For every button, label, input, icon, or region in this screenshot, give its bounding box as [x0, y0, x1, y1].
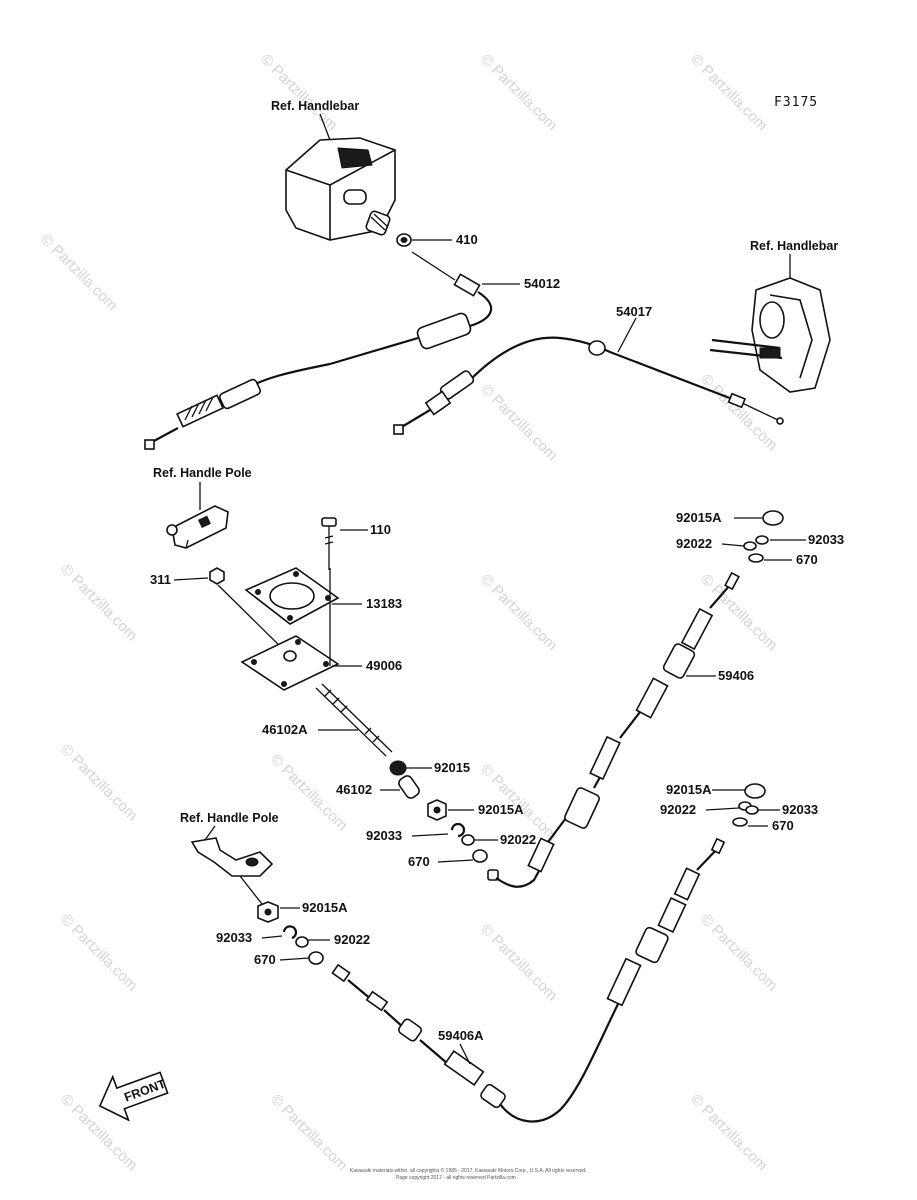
clip-92033-bl [282, 925, 298, 940]
label-670-r2: 670 [772, 818, 794, 833]
clip-92033-r2 [745, 805, 759, 815]
throttle-cable-left [144, 251, 492, 450]
leader-line [437, 859, 474, 863]
ring-670-r2 [732, 817, 748, 827]
watermark-layer: © Partzilla.com © Partzilla.com © Partzi… [37, 51, 780, 1174]
label-92015A-r2: 92015A [666, 782, 712, 797]
label-670-tr: 670 [796, 552, 818, 567]
label-92015A-bl: 92015A [302, 900, 348, 915]
watermark: © Partzilla.com [687, 51, 770, 134]
label-92015A-tr: 92015A [676, 510, 722, 525]
leader-line [217, 584, 289, 655]
label-49006: 49006 [366, 658, 402, 673]
watermark: © Partzilla.com [257, 51, 340, 134]
cable-59406A [331, 837, 726, 1123]
label-46102A: 46102A [262, 722, 308, 737]
nut-311 [209, 567, 225, 585]
nut-92015A-tr [762, 510, 784, 526]
label-92022-r2: 92022 [660, 802, 696, 817]
watermark: © Partzilla.com [57, 911, 140, 994]
label-410: 410 [456, 232, 478, 247]
nut-92015 [389, 760, 407, 776]
handlebar-housing-left [285, 137, 396, 241]
watermark: © Partzilla.com [37, 231, 120, 314]
leader-line [721, 543, 745, 547]
joint-46102 [398, 775, 420, 799]
label-13183: 13183 [366, 596, 402, 611]
watermark: © Partzilla.com [57, 561, 140, 644]
leader-line [319, 113, 331, 141]
watermark: © Partzilla.com [697, 911, 780, 994]
ref-handle-pole-bottom: Ref. Handle Pole [180, 811, 279, 825]
watermark: © Partzilla.com [477, 571, 560, 654]
watermark: © Partzilla.com [697, 571, 780, 654]
ref-handle-pole-top: Ref. Handle Pole [153, 466, 252, 480]
label-59406A: 59406A [438, 1028, 484, 1043]
plate-49006 [240, 635, 340, 691]
label-59406: 59406 [718, 668, 754, 683]
clip-92033-mid [450, 822, 466, 838]
front-arrow: FRONT [98, 1071, 169, 1122]
leader-line [459, 1043, 471, 1065]
label-92022-bl: 92022 [334, 932, 370, 947]
watermark: © Partzilla.com [687, 1091, 770, 1174]
label-92033-r2: 92033 [782, 802, 818, 817]
handlebar-housing-right [709, 277, 831, 393]
rod-46102A [315, 683, 393, 757]
footer-page-copyright: Page copyright 2017 - all rights reserve… [396, 1175, 516, 1181]
ref-handlebar-left: Ref. Handlebar [271, 99, 359, 113]
figure-code: F3175 [774, 95, 818, 110]
leader-line [239, 875, 263, 905]
ring-670-tr [748, 553, 764, 563]
washer-92022-tr [743, 541, 757, 551]
label-46102: 46102 [336, 782, 372, 797]
leader-line [617, 317, 637, 353]
ring-670-mid [472, 849, 488, 863]
washer-92022-mid [461, 834, 475, 846]
clip-92033-tr [755, 535, 769, 545]
label-54017: 54017 [616, 304, 652, 319]
bolt-110 [321, 517, 337, 570]
label-92033-tr: 92033 [808, 532, 844, 547]
leader-line [705, 807, 740, 811]
watermark: © Partzilla.com [267, 1091, 350, 1174]
gasket-13183 [244, 567, 340, 625]
watermark: © Partzilla.com [57, 741, 140, 824]
leader-line [261, 935, 283, 939]
label-92015-mid: 92015 [434, 760, 470, 775]
leader-line [279, 957, 310, 961]
handle-pole-bracket-top [166, 505, 229, 549]
label-92033-mid: 92033 [366, 828, 402, 843]
label-92022-mid: 92022 [500, 832, 536, 847]
handle-pole-bracket-bottom [190, 837, 274, 877]
label-670-mid: 670 [408, 854, 430, 869]
washer-92022-bl [295, 936, 309, 948]
label-92015A-mid: 92015A [478, 802, 524, 817]
cable-54017 [393, 336, 784, 435]
leader-line [204, 825, 216, 841]
label-54012: 54012 [524, 276, 560, 291]
ref-handlebar-right: Ref. Handlebar [750, 239, 838, 253]
watermark: © Partzilla.com [697, 371, 780, 454]
nut-92015A-r2 [744, 783, 766, 799]
watermark: © Partzilla.com [477, 381, 560, 464]
ring-670-bl [308, 951, 324, 965]
watermark: © Partzilla.com [477, 921, 560, 1004]
label-670-bl: 670 [254, 952, 276, 967]
leader-line [411, 833, 449, 837]
cable-59406 [487, 571, 740, 888]
leader-line [173, 577, 209, 581]
footer-copyright: Kawasaki materials within, all copyright… [350, 1167, 587, 1174]
label-110: 110 [370, 522, 391, 537]
watermark: © Partzilla.com [477, 51, 560, 134]
label-92022-tr: 92022 [676, 536, 712, 551]
label-92033-bl: 92033 [216, 930, 252, 945]
label-311: 311 [150, 572, 171, 587]
